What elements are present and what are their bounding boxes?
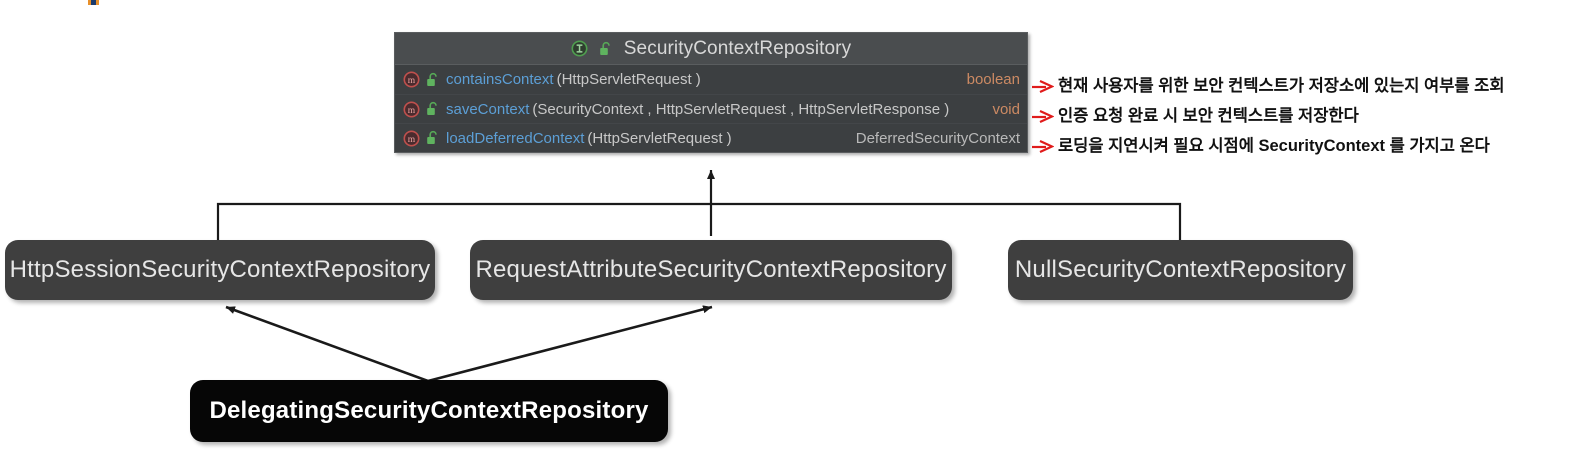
inheritance-edges [216, 170, 1182, 240]
public-unlock-icon [599, 41, 613, 57]
annotation-text: 인증 요청 완료 시 보안 컨텍스트를 저장한다 [1058, 107, 1359, 125]
delegation-edges [225, 305, 713, 383]
public-unlock-icon [426, 72, 440, 88]
node-httpsessionsecuritycontextrepository[interactable]: HttpSessionSecurityContextRepository [5, 240, 435, 300]
method-params: (HttpServletRequest ) [556, 71, 701, 88]
interface-icon [571, 40, 588, 57]
method-return-type: void [992, 100, 1020, 118]
method-icon: m [403, 130, 420, 147]
method-name: loadDeferredContext [446, 129, 585, 147]
method-return-type: DeferredSecurityContext [855, 129, 1020, 147]
class-box-header: SecurityContextRepository [395, 33, 1027, 65]
red-arrow-icon [1032, 140, 1054, 154]
class-name-label: SecurityContextRepository [623, 37, 852, 59]
public-unlock-icon [426, 130, 440, 146]
node-requestattributesecuritycontextrepository[interactable]: RequestAttributeSecurityContextRepositor… [470, 240, 952, 300]
method-return-type: boolean [966, 71, 1020, 88]
svg-text:m: m [408, 106, 416, 116]
method-params: (SecurityContext , HttpServletRequest , … [532, 100, 950, 118]
method-params: (HttpServletRequest ) [587, 129, 732, 147]
node-label: NullSecurityContextRepository [1014, 256, 1347, 283]
method-icon: m [403, 71, 420, 88]
public-unlock-icon [426, 101, 440, 117]
top-edge-artifact [88, 0, 99, 5]
method-row-savecontext[interactable]: m saveContext (SecurityContext , HttpSer… [395, 94, 1027, 123]
annotation-savecontext: 인증 요청 완료 시 보안 컨텍스트를 저장한다 [1032, 108, 1359, 125]
node-label: HttpSessionSecurityContextRepository [9, 256, 431, 283]
annotation-text: 현재 사용자를 위한 보안 컨텍스트가 저장소에 있는지 여부를 조회 [1058, 77, 1505, 95]
class-box-securitycontextrepository[interactable]: SecurityContextRepository m containsCont… [394, 32, 1028, 153]
red-arrow-icon [1032, 80, 1054, 94]
node-label: DelegatingSecurityContextRepository [209, 397, 649, 424]
node-label: RequestAttributeSecurityContextRepositor… [475, 256, 947, 283]
svg-text:m: m [408, 135, 416, 145]
annotation-text: 로딩을 지연시켜 필요 시점에 SecurityContext 를 가지고 온다 [1058, 137, 1490, 155]
method-name: containsContext [446, 71, 554, 88]
method-icon: m [403, 101, 420, 118]
method-name: saveContext [446, 100, 530, 118]
annotation-containscontext: 현재 사용자를 위한 보안 컨텍스트가 저장소에 있는지 여부를 조회 [1032, 78, 1505, 95]
method-row-containscontext[interactable]: m containsContext (HttpServletRequest ) … [395, 65, 1027, 94]
node-delegatingsecuritycontextrepository[interactable]: DelegatingSecurityContextRepository [190, 380, 668, 442]
node-nullsecuritycontextrepository[interactable]: NullSecurityContextRepository [1008, 240, 1353, 300]
method-row-loaddeferredcontext[interactable]: m loadDeferredContext (HttpServletReques… [395, 123, 1027, 152]
annotation-loaddeferredcontext: 로딩을 지연시켜 필요 시점에 SecurityContext 를 가지고 온다 [1032, 138, 1490, 155]
red-arrow-icon [1032, 110, 1054, 124]
svg-text:m: m [408, 76, 416, 86]
